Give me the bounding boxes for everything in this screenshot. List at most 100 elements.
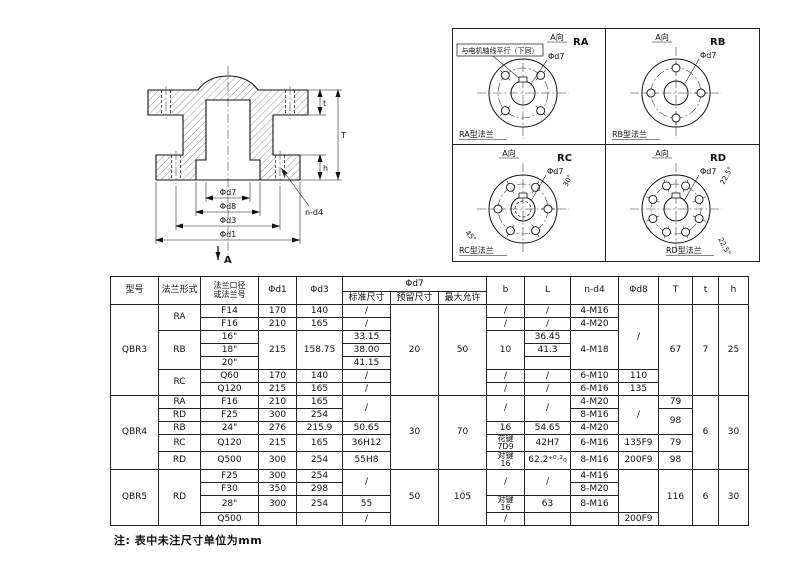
table-cell: 200F9 <box>618 451 659 470</box>
flange-face-drawing <box>477 163 569 255</box>
table-cell: 140 <box>296 304 343 318</box>
units-note: 注: 表中未注尺寸单位为mm <box>114 534 263 547</box>
flange-cross-section <box>147 75 309 181</box>
bolt-hole <box>671 113 681 123</box>
flange-view-cell-rc: A向 RC Φd7 30° 45° RC型法兰 <box>453 145 606 261</box>
table-header-cell: b <box>486 276 525 305</box>
table-cell: 4-M18 <box>570 330 619 370</box>
bolt-hole <box>646 88 656 98</box>
bolt-hole <box>648 194 658 204</box>
table-cell: / <box>524 317 571 331</box>
table-cell: RB <box>158 421 201 435</box>
d7-dimension-label: Φd7 <box>700 51 716 60</box>
d3-dimension-label: Φd3 <box>220 216 236 225</box>
bolt-hole <box>531 182 540 192</box>
table-cell: 33.15 <box>342 330 391 344</box>
table-cell: RA <box>158 395 201 409</box>
bolt-hole <box>536 70 546 80</box>
flange-face-drawing <box>630 163 722 255</box>
table-cell: 54.65 <box>524 421 571 435</box>
angle-label-225-bottom: 22.5° <box>716 236 732 257</box>
table-header-cell: T <box>658 276 693 305</box>
table-cell: 20 <box>390 304 439 396</box>
table-cell: 215 <box>258 330 297 370</box>
d8-dimension-label: Φd8 <box>220 202 236 211</box>
table-cell: / <box>618 395 659 435</box>
table-cell: F25 <box>200 468 259 483</box>
bolt-callout: n-d4 <box>280 167 323 217</box>
table-cell: / <box>486 317 525 331</box>
table-cell: RC <box>158 433 201 453</box>
table-cell: 210 <box>258 317 297 331</box>
table-cell <box>618 468 659 513</box>
table-cell <box>524 511 571 526</box>
table-cell <box>296 511 343 526</box>
d7-dimension-label: Φd7 <box>548 52 564 61</box>
axis-note: 与电机轴线平行（下同） <box>462 46 539 55</box>
table-header-cell: Φd7 <box>342 276 487 292</box>
table-cell: / <box>486 369 525 383</box>
table-header-cell: 型号 <box>110 276 159 305</box>
table-cell: F16 <box>200 317 259 331</box>
table-cell: 4-M16 <box>570 468 619 483</box>
bolt-hole <box>500 70 510 80</box>
table-cell: Q500 <box>200 451 259 470</box>
table-cell: Q120 <box>200 433 259 453</box>
bolt-hole <box>694 194 704 204</box>
table-cell: F16 <box>200 395 259 409</box>
table-cell: / <box>342 382 391 396</box>
keyway <box>518 76 528 83</box>
table-cell: 8-M16 <box>570 494 619 513</box>
table-header-cell: Φd1 <box>258 276 297 305</box>
table-header-cell: 最大允许 <box>438 291 487 305</box>
table-cell: RD <box>158 408 201 422</box>
table-cell: 30 <box>718 468 749 526</box>
table-cell: / <box>524 382 571 396</box>
bolt-hole <box>681 227 691 237</box>
table-row: Q500//200F9 <box>111 511 749 526</box>
table-cell: 298 <box>296 481 343 496</box>
table-cell: 350 <box>258 481 297 496</box>
table-header-cell: 标准尺寸 <box>342 291 391 305</box>
table-cell: 28" <box>200 494 259 513</box>
table-cell: 110 <box>618 369 659 383</box>
table-cell: 6 <box>692 468 719 526</box>
table-cell: 24" <box>200 421 259 435</box>
bolt-hole <box>531 226 540 236</box>
d1-dimension-label: Φd1 <box>220 230 236 239</box>
table-cell: / <box>486 304 525 318</box>
table-cell: / <box>524 395 571 422</box>
table-cell: RB <box>158 330 201 370</box>
table-cell: 170 <box>258 369 297 383</box>
angle-label-30: 30° <box>562 173 575 188</box>
table-cell: 254 <box>296 451 343 470</box>
table-cell: / <box>618 304 659 370</box>
table-cell: 16 <box>486 421 525 435</box>
flange-views-grid: 与电机轴线平行（下同） A向 RA Φd7 RA型法兰 A向 RB Φd7 RB… <box>452 28 760 262</box>
table-cell: RD <box>158 451 201 470</box>
table-cell: / <box>524 468 571 496</box>
table-cell: Q500 <box>200 511 259 526</box>
table-cell: Q120 <box>200 382 259 396</box>
view-direction-label: A向 <box>502 148 515 158</box>
table-cell: 300 <box>258 468 297 483</box>
table-header-cell: 预留尺寸 <box>390 291 439 305</box>
T-dimension-label: T <box>340 131 346 140</box>
table-cell: 对键 16 <box>486 451 525 470</box>
angle-label-225-top: 22.5° <box>719 165 735 186</box>
table-cell: 254 <box>296 468 343 483</box>
table-cell: 254 <box>296 494 343 513</box>
t-dimension-label: t <box>323 99 326 108</box>
table-header-cell: n-d4 <box>570 276 619 305</box>
table-cell: 6-M10 <box>570 369 619 383</box>
table-cell: 215.9 <box>296 421 343 435</box>
view-a-indicator: A <box>215 246 232 266</box>
bolt-hole <box>506 226 515 236</box>
